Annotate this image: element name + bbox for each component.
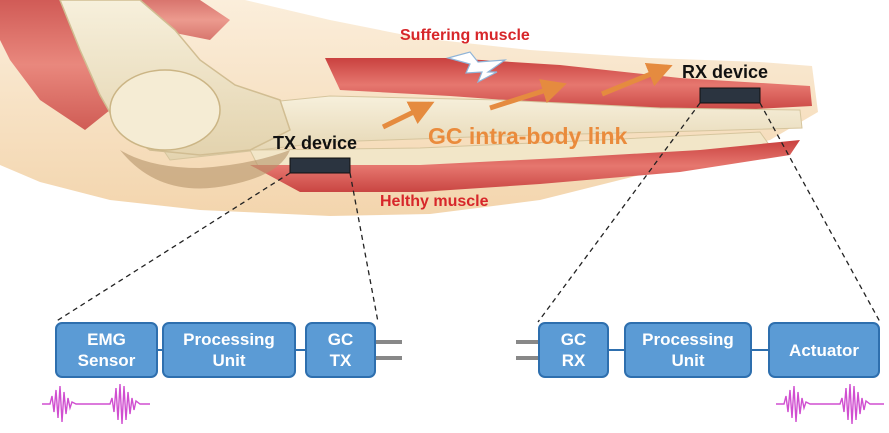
rx-dash-right (759, 102, 881, 323)
gc-rx-block: GC RX (538, 322, 609, 378)
emg-signal-left (42, 383, 150, 425)
rx-device-label: RX device (682, 62, 769, 82)
emg-signal-right (776, 383, 884, 425)
rx-electrode-bottom (516, 356, 540, 360)
actuator-block: Actuator (768, 322, 880, 378)
forearm-bone (139, 95, 803, 161)
tx-device-label: TX device (273, 133, 358, 153)
healthy-muscle-label: Helthy muscle (380, 193, 489, 210)
rx-dash-left (537, 102, 701, 323)
suffering-muscle-label: Suffering muscle (400, 27, 530, 44)
tx-dash-right (349, 172, 379, 323)
rx-device (699, 87, 761, 104)
rx-electrode-top (516, 340, 540, 344)
gc-tx-block: GC TX (305, 322, 376, 378)
tx-dash-left (54, 172, 291, 323)
gc-link-label: GC intra-body link (428, 123, 628, 149)
lightning-icon (445, 51, 508, 84)
tx-processing-unit-block: Processing Unit (162, 322, 296, 378)
elbow-joint (109, 69, 221, 151)
tx-electrode-top (376, 340, 402, 344)
elbow-tendon (120, 150, 290, 189)
tx-electrode-bottom (376, 356, 402, 360)
link-arrow-1 (381, 101, 435, 130)
healthy-muscle-shape (250, 140, 800, 192)
suffering-muscle-shape (325, 58, 812, 112)
link-arrow-2 (489, 79, 567, 111)
tx-device (289, 157, 351, 174)
rx-processing-unit-block: Processing Unit (624, 322, 752, 378)
link-arrow-3 (601, 63, 673, 97)
emg-sensor-block: EMG Sensor (55, 322, 158, 378)
